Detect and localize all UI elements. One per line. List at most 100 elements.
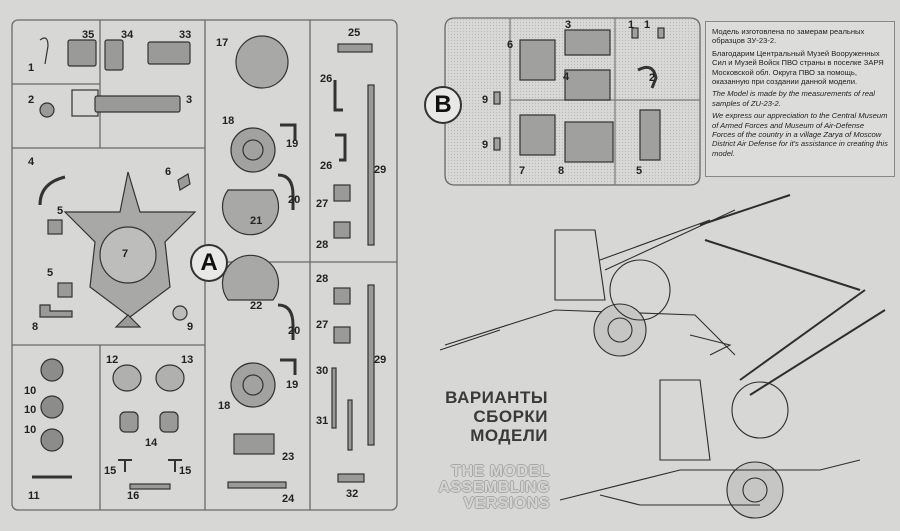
title-ru: ВАРИАНТЫ СБОРКИ МОДЕЛИ	[424, 388, 548, 445]
part-10a	[40, 358, 64, 382]
part-number: 24	[282, 493, 295, 505]
title-ru-line: ВАРИАНТЫ	[445, 388, 548, 407]
part-12	[112, 364, 142, 392]
part-5a	[47, 219, 63, 235]
part-25	[337, 43, 373, 53]
title-en-line: ASSEMBLING	[438, 479, 550, 496]
part-28a	[333, 221, 351, 239]
part-number: 33	[179, 29, 192, 41]
part-23	[233, 433, 275, 455]
part-number: 15	[104, 465, 117, 477]
part-27b	[333, 326, 351, 344]
part-b-9b	[493, 137, 501, 151]
part-number: 1	[628, 19, 635, 31]
part-number: 9	[482, 139, 489, 151]
part-30	[331, 367, 337, 429]
part-31	[347, 399, 353, 451]
note-ru-2: Благодарим Центральный Музей Вооруженных…	[712, 48, 884, 87]
title-en-line: VERSIONS	[463, 495, 550, 512]
part-3-frame	[71, 89, 99, 117]
sprue-a-frame	[11, 19, 398, 511]
part-number: 9	[482, 94, 489, 106]
part-10c	[40, 428, 64, 452]
part-34	[104, 39, 124, 71]
part-3-body	[94, 95, 181, 113]
part-number: 5	[57, 205, 64, 217]
part-b-1b	[657, 27, 665, 39]
assembly-view-travel	[559, 289, 886, 519]
part-29a	[367, 84, 375, 246]
part-27a	[333, 184, 351, 202]
part-24	[227, 481, 287, 489]
part-13	[155, 364, 185, 392]
part-number: 10	[24, 385, 37, 397]
part-number: 28	[316, 273, 329, 285]
part-number: 14	[145, 437, 158, 449]
part-number: 4	[28, 156, 35, 168]
part-number: 27	[316, 319, 329, 331]
part-number: 9	[187, 321, 194, 333]
part-number: 17	[216, 37, 229, 49]
part-4	[38, 175, 66, 206]
part-14b	[159, 411, 179, 433]
part-20a	[277, 173, 295, 210]
part-number: 20	[288, 194, 301, 206]
part-number: 35	[82, 29, 95, 41]
part-number: 18	[218, 400, 231, 412]
note-en-2: We express our appreciation to the Centr…	[712, 111, 888, 158]
part-10b	[40, 395, 64, 419]
part-b-5	[639, 109, 661, 161]
part-number: 5	[636, 165, 643, 177]
part-6	[177, 173, 191, 191]
part-number: 30	[316, 365, 329, 377]
part-29b	[367, 284, 375, 446]
part-number: 29	[374, 164, 387, 176]
part-number: 2	[28, 94, 35, 106]
part-number: 28	[316, 239, 329, 251]
part-b-4	[564, 69, 611, 101]
part-b-7	[519, 114, 556, 156]
part-number: 7	[122, 248, 129, 260]
part-number: 15	[179, 465, 192, 477]
part-number: 8	[558, 165, 565, 177]
part-number: 21	[250, 215, 263, 227]
part-19b	[280, 358, 297, 375]
part-number: 22	[250, 300, 263, 312]
part-number: 18	[222, 115, 235, 127]
title-en: THE MODEL ASSEMBLING VERSIONS	[408, 464, 550, 512]
part-number: 20	[288, 325, 301, 337]
part-number: 4	[563, 71, 570, 83]
part-b-6	[519, 39, 556, 81]
part-number: 5	[47, 267, 54, 279]
sprue-a-parts	[32, 35, 375, 490]
part-22	[221, 254, 280, 301]
part-b-1a	[631, 27, 639, 39]
title-ru-line: СБОРКИ	[473, 407, 548, 426]
part-18a	[230, 127, 276, 173]
part-number: 3	[186, 94, 193, 106]
part-18b	[230, 362, 276, 408]
note-ru-1: Модель изготовлена по замерам реальных о…	[712, 27, 865, 46]
part-number: 26	[320, 73, 333, 85]
part-number: 8	[32, 321, 39, 333]
part-number: 10	[24, 404, 37, 416]
part-number: 27	[316, 198, 329, 210]
part-17	[235, 35, 289, 89]
part-number: 6	[507, 39, 514, 51]
part-14a	[119, 411, 139, 433]
part-33	[147, 41, 191, 65]
sprue-b-parts	[493, 27, 665, 163]
part-15a	[118, 459, 132, 472]
part-9	[172, 305, 188, 321]
part-5b	[57, 282, 73, 298]
part-number: 34	[121, 29, 134, 41]
part-number: 32	[346, 488, 359, 500]
part-number: 7	[519, 165, 526, 177]
part-number: 6	[165, 166, 172, 178]
sprue-b-label: B	[424, 86, 462, 124]
part-number: 1	[28, 62, 35, 74]
part-number: 31	[316, 415, 329, 427]
part-number: 11	[28, 490, 40, 502]
part-8	[39, 304, 73, 318]
part-16	[129, 483, 171, 490]
